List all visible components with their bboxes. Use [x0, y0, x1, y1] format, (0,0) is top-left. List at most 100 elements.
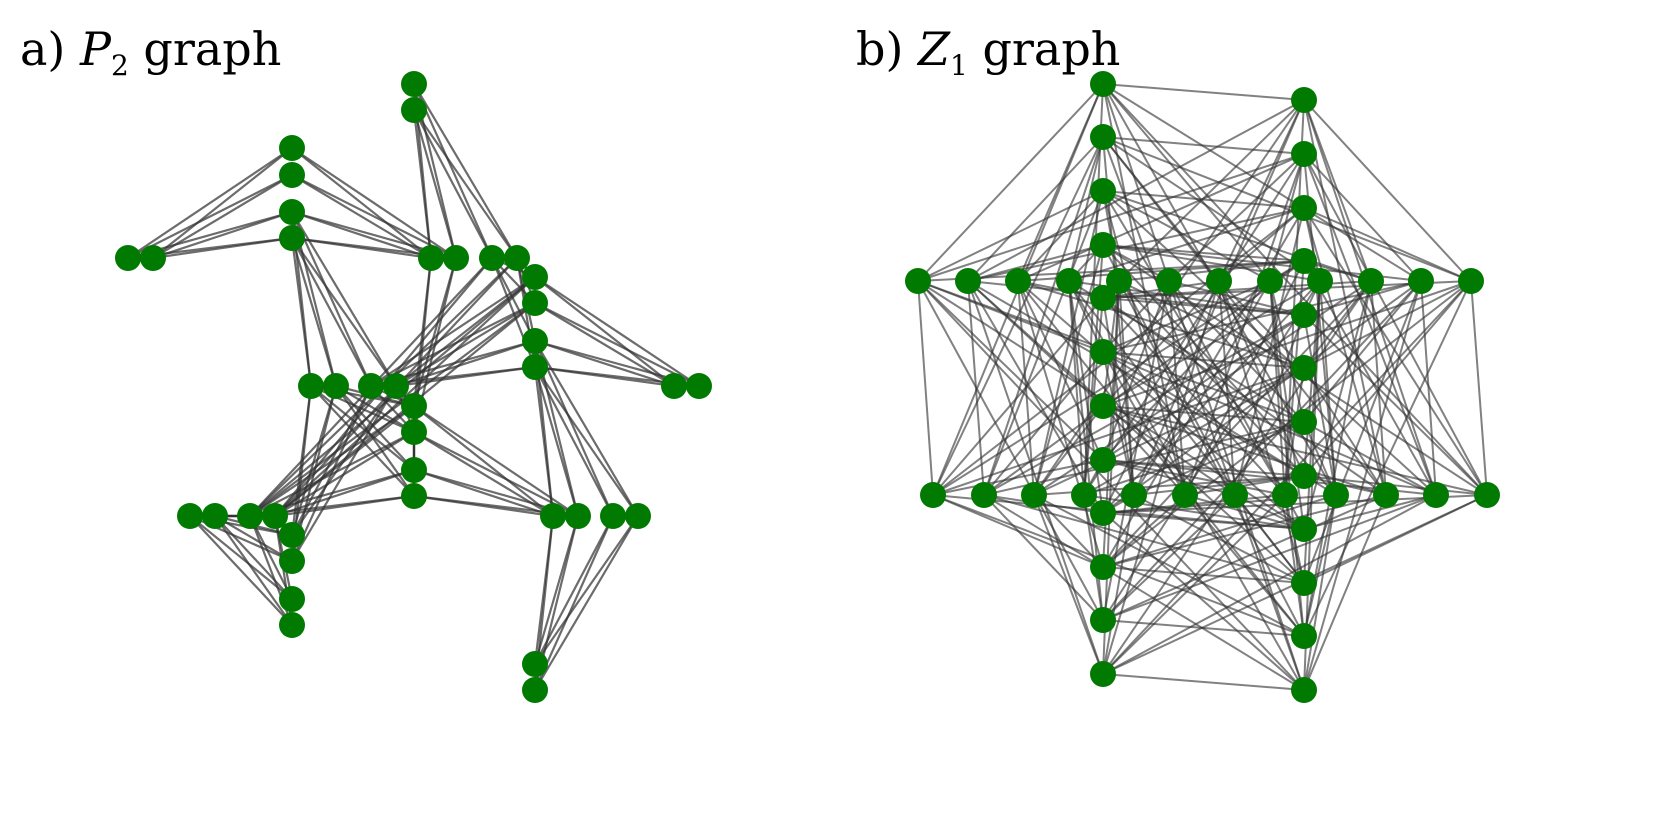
graph-edge	[534, 515, 639, 691]
graph-edge	[127, 147, 293, 259]
graph-node	[1291, 87, 1317, 113]
graph-edge	[1017, 280, 1104, 568]
graph-node	[1090, 661, 1116, 687]
graph-node	[1090, 393, 1116, 419]
graph-edge	[1102, 297, 1286, 496]
graph-node	[279, 135, 305, 161]
graph-edge	[1118, 280, 1305, 477]
graph-edge	[290, 211, 373, 387]
graph-node	[1090, 71, 1116, 97]
graph-edge	[1303, 207, 1387, 496]
graph-edge	[1303, 260, 1437, 496]
graph-edge	[214, 515, 293, 600]
graph-edge	[1083, 494, 1104, 621]
graph-node	[1358, 268, 1384, 294]
graph-edge	[1102, 190, 1305, 209]
graph-node	[1458, 268, 1484, 294]
graph-node	[1090, 447, 1116, 473]
graph-node	[1090, 607, 1116, 633]
graph-edge	[1017, 190, 1104, 282]
graph-edge	[967, 136, 1104, 282]
graph-node	[1090, 500, 1116, 526]
graph-edge	[1234, 494, 1305, 691]
graph-edge	[1303, 280, 1372, 530]
graph-edge	[533, 340, 615, 517]
graph-node	[1206, 268, 1232, 294]
graph-edge	[127, 174, 293, 259]
panel-a-suffix: graph	[143, 22, 282, 76]
graph-edge	[1303, 280, 1472, 369]
graph-edge	[1102, 280, 1472, 675]
graph-node	[522, 677, 548, 703]
graph-edge	[1102, 83, 1170, 282]
graph-node	[1291, 248, 1317, 274]
graph-edge	[983, 136, 1104, 496]
graph-node	[905, 268, 931, 294]
graph-node	[625, 503, 651, 529]
graph-edge	[413, 83, 518, 259]
graph-node	[1056, 268, 1082, 294]
graph-edge	[1102, 280, 1220, 675]
graph-node	[383, 373, 409, 399]
graph-node	[1291, 570, 1317, 596]
graph-edge	[1269, 153, 1305, 282]
graph-node	[522, 290, 548, 316]
graph-edge	[1470, 280, 1488, 496]
graph-node	[1172, 482, 1198, 508]
graph-edge	[152, 236, 293, 260]
graph-edge	[214, 515, 293, 562]
graph-edge	[1284, 494, 1305, 637]
graph-edge	[967, 280, 1305, 477]
z1-nodes	[905, 71, 1500, 703]
graph-edge	[1102, 494, 1286, 675]
graph-edge	[1017, 280, 1305, 637]
graph-edge	[534, 339, 675, 388]
graph-edge	[1102, 494, 1135, 675]
graph-node	[1090, 554, 1116, 580]
graph-edge	[534, 276, 675, 387]
graph-edge	[1102, 136, 1321, 282]
graph-node	[298, 373, 324, 399]
graph-edge	[290, 237, 338, 387]
panel-b-suffix: graph	[982, 22, 1121, 76]
graph-edge	[534, 366, 639, 517]
graph-edge	[1303, 494, 1337, 637]
graph-edge	[1033, 494, 1104, 675]
graph-edge	[1102, 280, 1271, 461]
graph-edge	[290, 237, 313, 387]
graph-edge	[249, 302, 536, 517]
graph-edge	[1102, 280, 1220, 514]
graph-node	[522, 354, 548, 380]
graph-edge	[1102, 280, 1372, 675]
graph-edge	[291, 211, 397, 387]
graph-edge	[1102, 190, 1437, 496]
graph-edge	[983, 190, 1104, 496]
graph-edge	[1303, 207, 1488, 496]
p2-graph-drawing	[115, 71, 712, 703]
panel-a-symbol: P	[80, 22, 111, 76]
graph-edge	[534, 515, 639, 665]
graph-edge	[1083, 494, 1305, 530]
graph-edge	[413, 109, 493, 259]
graph-node	[279, 586, 305, 612]
graph-edge	[1284, 260, 1305, 496]
graph-edge	[1303, 494, 1337, 691]
graph-edge	[1068, 207, 1305, 282]
graph-node	[177, 503, 203, 529]
graph-edge	[1102, 494, 1387, 621]
graph-edge	[1102, 83, 1305, 101]
graph-edge	[1102, 280, 1321, 514]
graph-edge	[274, 468, 415, 518]
panel-b-symbol: Z	[918, 22, 950, 76]
graph-edge	[967, 99, 1305, 282]
graph-edge	[1102, 280, 1271, 568]
graph-edge	[1017, 280, 1305, 530]
graph-node	[1291, 463, 1317, 489]
graph-node	[279, 199, 305, 225]
graph-node	[140, 245, 166, 271]
graph-edge	[1303, 207, 1472, 282]
graph-node	[1222, 482, 1248, 508]
graph-edge	[1303, 153, 1437, 496]
graph-edge	[1133, 421, 1305, 496]
graph-edge	[1303, 153, 1422, 282]
